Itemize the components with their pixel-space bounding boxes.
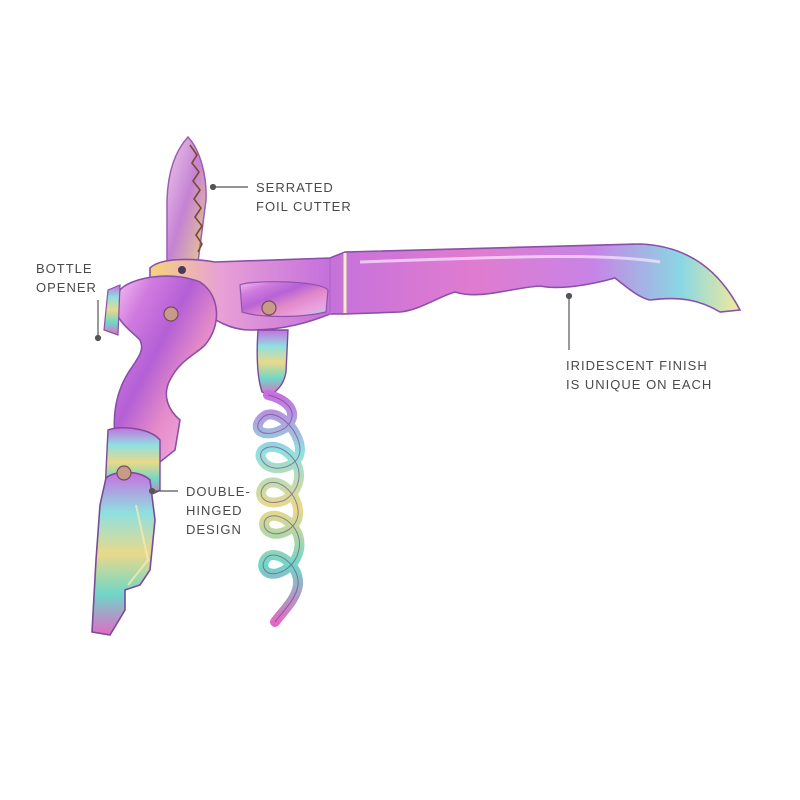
corkscrew-worm <box>252 329 306 627</box>
callout-line: OPENER <box>36 280 97 295</box>
callout-lines <box>94 183 573 495</box>
callout-line: DESIGN <box>186 522 242 537</box>
handle-body <box>149 243 742 331</box>
callout-line: IS UNIQUE ON EACH <box>566 377 713 392</box>
iridescent-finish-callout: IRIDESCENT FINISH IS UNIQUE ON EACH <box>566 356 712 394</box>
callout-line: SERRATED <box>256 180 334 195</box>
bottle-opener-callout: BOTTLE OPENER <box>36 259 97 297</box>
callout-line: HINGED <box>186 503 243 518</box>
callout-line: DOUBLE- <box>186 484 251 499</box>
bottle-opener-lever <box>103 275 218 471</box>
foil-cutter-blade <box>166 135 207 266</box>
double-hinged-arm <box>91 427 161 636</box>
callout-line: FOIL CUTTER <box>256 199 352 214</box>
callout-line: IRIDESCENT FINISH <box>566 358 708 373</box>
double-hinged-design-callout: DOUBLE- HINGED DESIGN <box>186 482 251 539</box>
callout-line: BOTTLE <box>36 261 93 276</box>
serrated-foil-cutter-callout: SERRATED FOIL CUTTER <box>256 178 352 216</box>
